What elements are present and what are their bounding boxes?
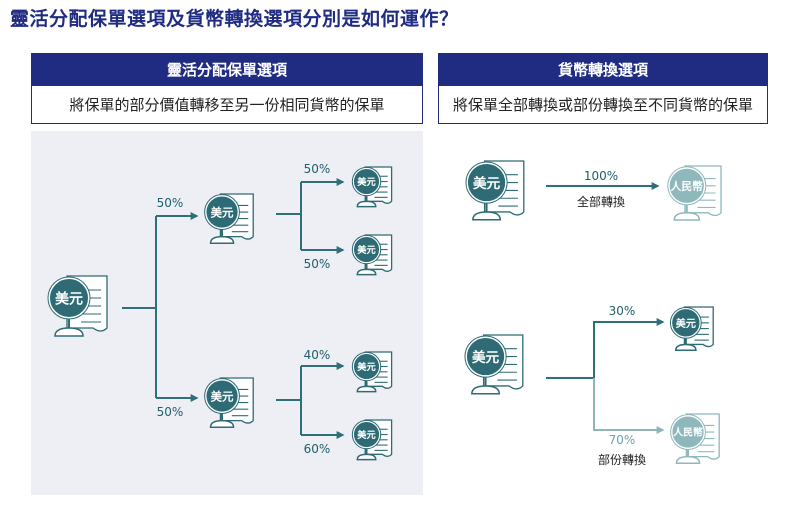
page-title: 靈活分配保單選項及貨幣轉換選項分別是如何運作？	[10, 8, 459, 30]
full-from-policy-icon: 美元	[465, 160, 525, 221]
right-panel-header: 貨幣轉換選項	[438, 53, 768, 86]
currency-label: 美元	[357, 244, 376, 256]
currency-label: 人民幣	[671, 179, 704, 193]
partial-from-policy-icon: 美元	[464, 334, 524, 395]
branch-1-child-1-icon: 美元	[351, 166, 393, 208]
full-conversion-label: 全部轉換	[577, 194, 625, 209]
branch-2-percent: 50%	[157, 405, 184, 419]
currency-label: 美元	[211, 206, 234, 220]
root-policy-icon: 美元	[47, 275, 108, 337]
partial-split-2-percent: 70%	[609, 433, 636, 447]
partial-split-1-icon: 美元	[669, 306, 714, 351]
connector-lines	[122, 178, 665, 439]
branch-2-child-2-icon: 美元	[351, 419, 393, 461]
full-to-policy-icon: 人民幣	[667, 165, 722, 221]
partial-conversion-label: 部份轉換	[598, 452, 646, 467]
currency-label: 美元	[211, 390, 234, 404]
currency-label: 人民幣	[673, 426, 703, 439]
branch-2-child-1-icon: 美元	[351, 351, 393, 393]
partial-split-1-percent: 30%	[609, 304, 636, 318]
currency-label: 美元	[676, 317, 696, 330]
branch-2-policy-icon: 美元	[204, 377, 254, 428]
branch-1-child-1-percent: 50%	[304, 162, 331, 176]
currency-label: 美元	[357, 176, 376, 188]
branch-2-child-2-percent: 60%	[304, 442, 331, 456]
currency-label: 美元	[55, 291, 83, 308]
partial-split-1-arrow	[593, 318, 665, 378]
branch-1-child-2-icon: 美元	[351, 234, 393, 276]
left-panel-description: 將保單的部分價值轉移至另一份相同貨幣的保單	[31, 86, 423, 124]
currency-label: 美元	[357, 429, 376, 441]
partial-split-2-arrow	[593, 378, 665, 434]
percent-labels: 50% 50% 50% 50% 40% 60% 100% 全部轉換 30% 70% 部份轉換	[157, 162, 646, 467]
currency-label: 美元	[357, 361, 376, 373]
document-icons: 美元美元美元美元美元美元美元美元人民幣美元美元人民幣	[47, 160, 722, 464]
branch-1-child-2-percent: 50%	[304, 257, 331, 271]
branch-1-policy-icon: 美元	[204, 193, 254, 244]
branch-2-child-1-percent: 40%	[304, 348, 331, 362]
full-conversion-percent: 100%	[584, 169, 618, 183]
right-panel-description: 將保單全部轉換或部份轉換至不同貨幣的保單	[438, 86, 768, 124]
currency-label: 美元	[473, 175, 501, 192]
left-panel-header: 靈活分配保單選項	[31, 53, 423, 86]
branch-1-percent: 50%	[157, 196, 184, 210]
partial-split-2-icon: 人民幣	[670, 413, 720, 464]
currency-label: 美元	[472, 349, 500, 366]
